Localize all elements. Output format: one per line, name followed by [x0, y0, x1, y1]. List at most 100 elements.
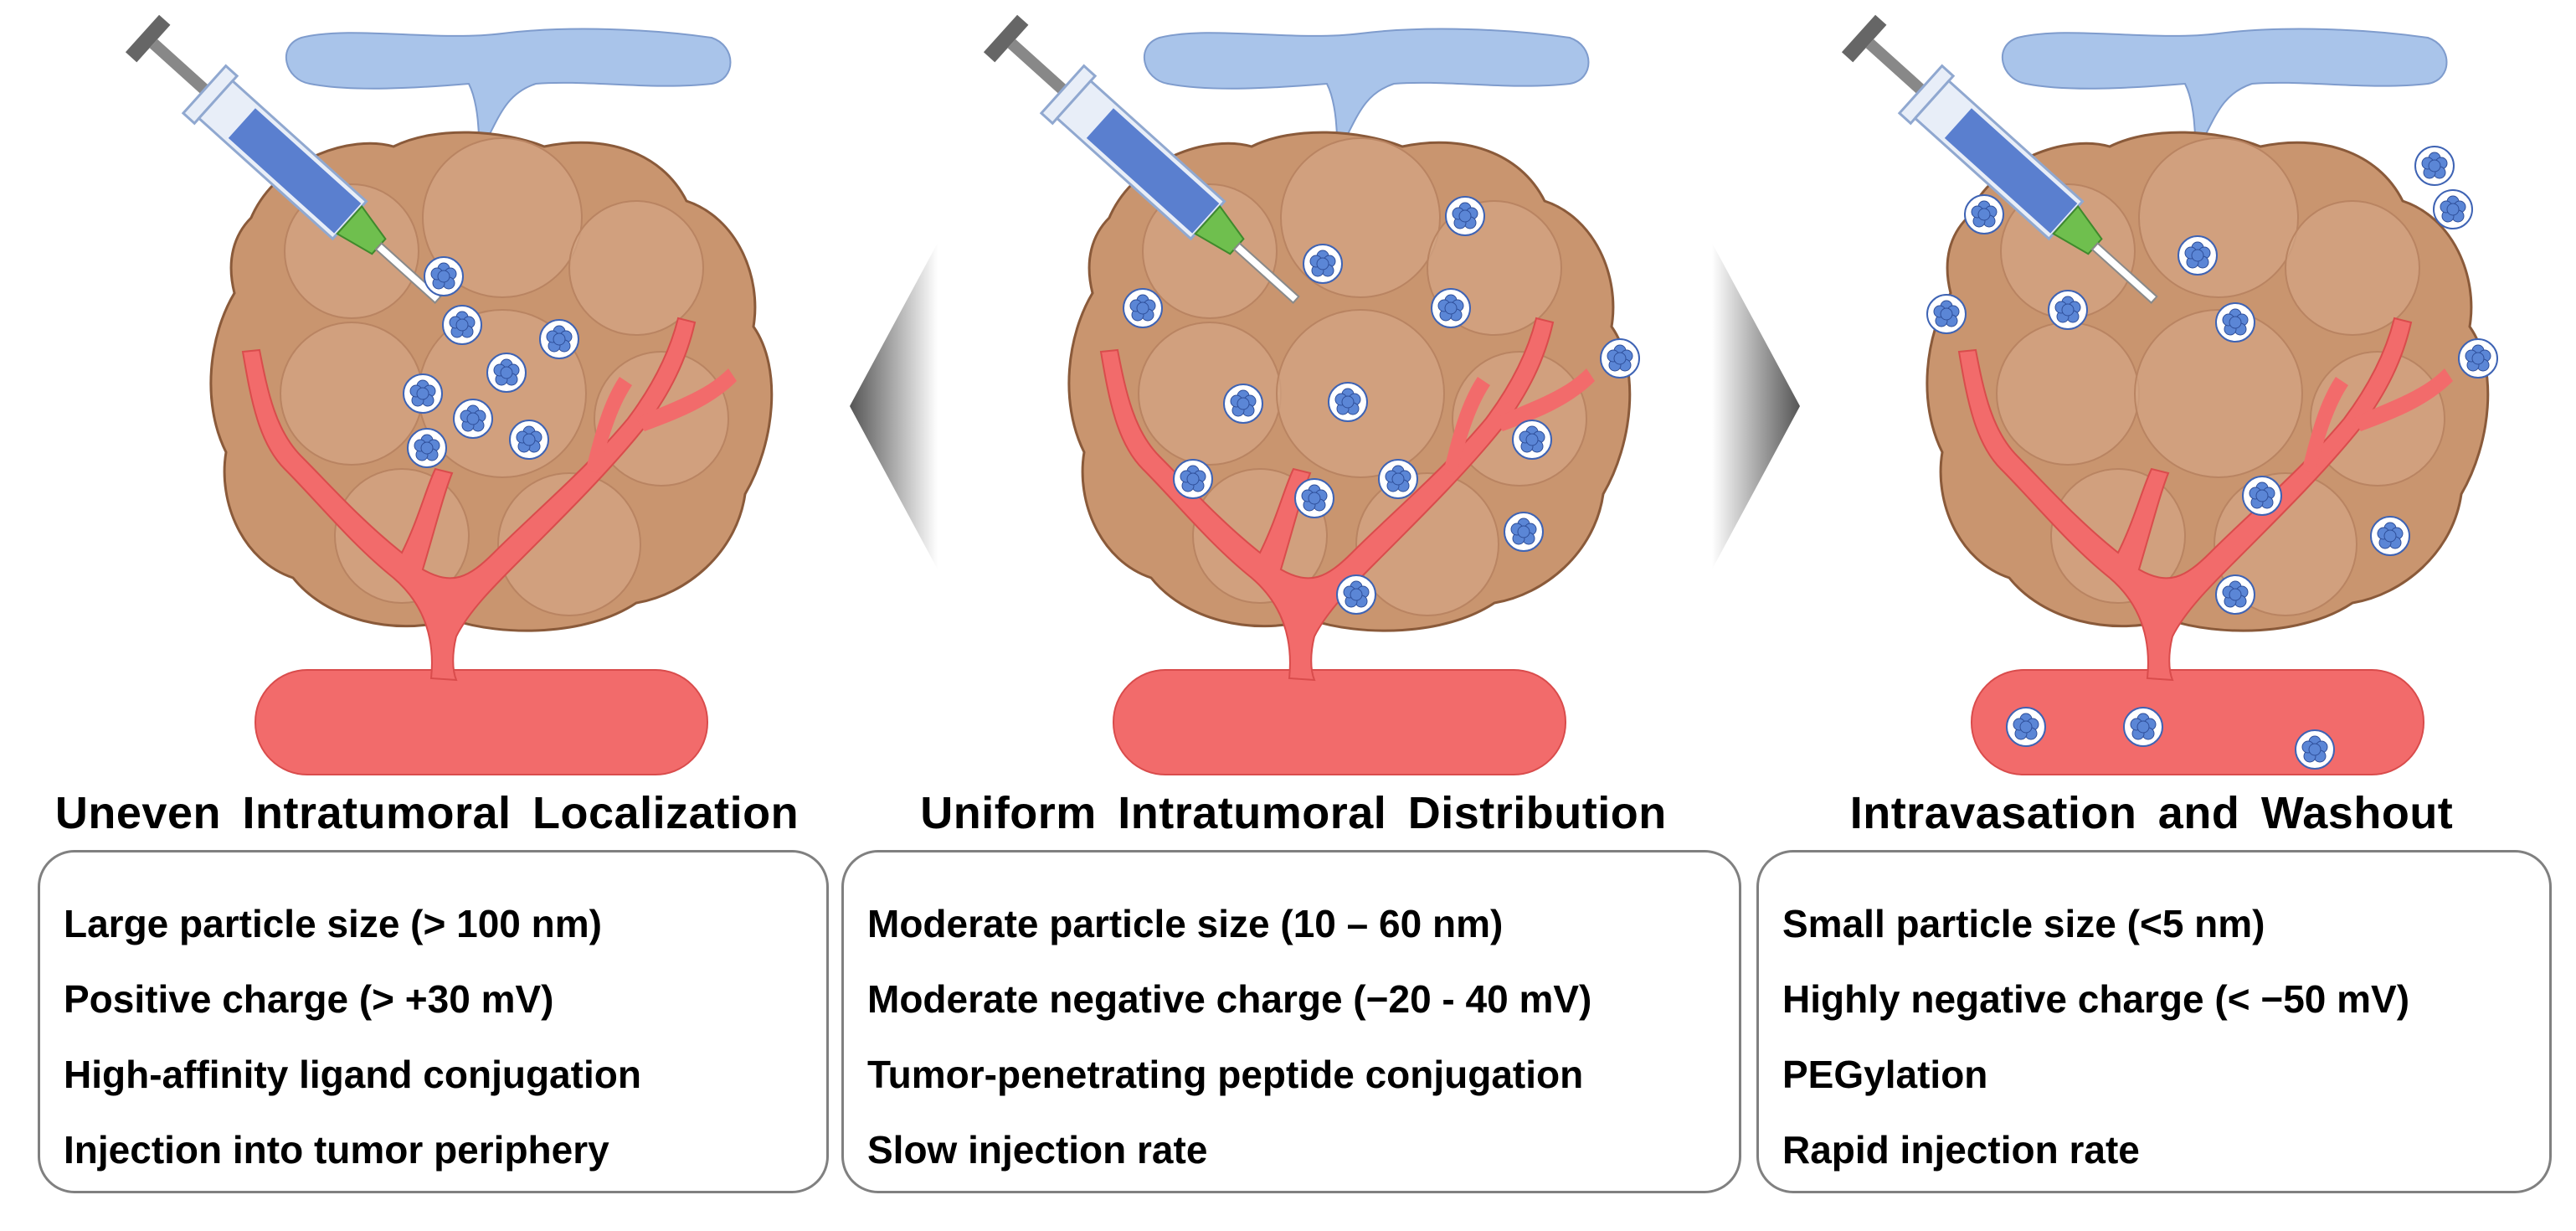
- nanoparticle: [1294, 478, 1334, 518]
- nanoparticle-core: [2229, 316, 2242, 329]
- nanoparticle-core: [2446, 203, 2460, 216]
- nanoparticle-core: [2255, 489, 2269, 502]
- needle: [374, 242, 442, 304]
- nanoparticle: [453, 399, 493, 439]
- plunger-rod: [1865, 39, 1930, 99]
- tumor-illustration: [125, 14, 774, 775]
- nanoparticle: [2178, 235, 2218, 276]
- nanoparticle: [2370, 516, 2410, 556]
- nanoparticle-core: [1186, 472, 1200, 486]
- nanoparticle: [403, 373, 443, 414]
- property-item: Slow injection rate: [867, 1128, 1208, 1172]
- nanoparticle: [1123, 288, 1163, 328]
- nanoparticle-core: [1391, 472, 1405, 486]
- syringe-icon: [125, 14, 442, 304]
- artery-branch: [1957, 317, 2413, 682]
- needle: [1232, 242, 1300, 304]
- nanoparticle-core: [437, 270, 450, 283]
- nanoparticle-core: [1517, 525, 1530, 538]
- nanoparticle: [1445, 196, 1485, 236]
- artery-branch: [636, 368, 737, 431]
- panel-title: Uniform Intratumoral Distribution: [920, 788, 1667, 838]
- properties-box-uniform: Moderate particle size (10 – 60 nm) Mode…: [841, 850, 1741, 1193]
- nanoparticle-core: [1237, 397, 1250, 410]
- nanoparticle: [2295, 729, 2335, 770]
- artery-branch: [241, 317, 697, 682]
- panel-uneven-localization: Uneven Intratumoral Localization: [0, 0, 837, 1231]
- tumor-lobe: [2134, 309, 2303, 478]
- left-arrow-icon: [850, 243, 938, 569]
- syringe-fluid: [1086, 108, 1220, 234]
- property-item: Large particle size (> 100 nm): [64, 902, 602, 945]
- nanoparticle-core: [1341, 395, 1355, 409]
- artery-branch: [2352, 368, 2453, 431]
- artery-branch: [1099, 317, 1555, 682]
- property-item: Moderate negative charge (−20 - 40 mV): [867, 977, 1592, 1021]
- nanoparticle-core: [1458, 209, 1472, 223]
- needle-hub: [2052, 204, 2103, 255]
- nanoparticle-core: [466, 412, 480, 425]
- tumor-lobe: [497, 472, 641, 616]
- nanoparticle: [407, 428, 447, 468]
- plunger-rod: [1007, 39, 1072, 99]
- syringe-icon: [1841, 14, 2158, 304]
- nanoparticle: [1336, 574, 1376, 615]
- properties-box-washout: Small particle size (<5 nm) Highly negat…: [1756, 850, 2552, 1193]
- nanoparticle-core: [1525, 433, 1539, 446]
- needle-hub: [336, 204, 387, 255]
- syringe-fluid: [228, 108, 362, 234]
- nanoparticle: [2242, 476, 2282, 516]
- tumor-lobe: [2285, 200, 2420, 336]
- nanoparticle: [2458, 338, 2498, 379]
- property-list: Large particle size (> 100 nm) Positive …: [40, 852, 826, 1187]
- property-item: Positive charge (> +30 mV): [64, 977, 554, 1021]
- nanoparticle: [1431, 288, 1471, 328]
- artery-branch: [586, 377, 632, 473]
- tumor-lobe: [280, 322, 424, 466]
- syringe-icon: [983, 14, 1300, 304]
- properties-box-uneven: Large particle size (> 100 nm) Positive …: [38, 850, 829, 1193]
- plunger-cap: [125, 14, 171, 63]
- panel-uniform-distribution: Uniform Intratumoral Distribution: [858, 0, 1695, 1231]
- nanoparticle-core: [2383, 529, 2397, 543]
- nanoparticle-core: [1350, 588, 1363, 601]
- nanoparticle-core: [2136, 720, 2150, 734]
- right-arrow-icon: [1712, 243, 1800, 569]
- nanoparticle: [486, 353, 527, 393]
- property-item: Injection into tumor periphery: [64, 1128, 609, 1172]
- nanoparticle: [2006, 707, 2046, 747]
- nanoparticle: [1328, 382, 1368, 422]
- nanoparticle-core: [1308, 492, 1321, 505]
- property-item: Moderate particle size (10 – 60 nm): [867, 902, 1504, 945]
- tumor-lobe: [568, 200, 704, 336]
- artery-branch: [1444, 377, 1490, 473]
- plunger-rod: [149, 39, 213, 99]
- nanoparticle: [509, 420, 549, 460]
- needle: [2090, 242, 2158, 304]
- artery-branch: [1494, 368, 1595, 431]
- syringe-fluid: [1944, 108, 2078, 234]
- nanoparticle-core: [1940, 307, 1953, 321]
- nanoparticle-core: [420, 441, 434, 455]
- nanoparticle-core: [1444, 301, 1458, 315]
- nanoparticle-core: [522, 433, 536, 446]
- nanoparticle: [2123, 707, 2163, 747]
- nanoparticle-core: [500, 366, 513, 379]
- tumor-lobe: [422, 137, 583, 298]
- tumor-illustration: [983, 14, 1640, 775]
- nanoparticle: [1512, 420, 1552, 460]
- nanoparticle: [2215, 574, 2255, 615]
- property-list: Small particle size (<5 nm) Highly negat…: [1759, 852, 2549, 1187]
- nanoparticle: [1964, 194, 2004, 234]
- nanoparticle-core: [455, 318, 469, 332]
- nanoparticle: [1303, 244, 1343, 284]
- property-item: High-affinity ligand conjugation: [64, 1053, 641, 1096]
- nanoparticle: [1504, 512, 1544, 552]
- nanoparticle: [442, 305, 482, 345]
- plunger-cap: [983, 14, 1029, 63]
- nanoparticle-core: [1613, 352, 1627, 365]
- nanoparticle: [1173, 459, 1213, 499]
- tumor-lobe: [1355, 472, 1499, 616]
- nanoparticle: [539, 319, 579, 359]
- property-item: PEGylation: [1782, 1053, 1988, 1096]
